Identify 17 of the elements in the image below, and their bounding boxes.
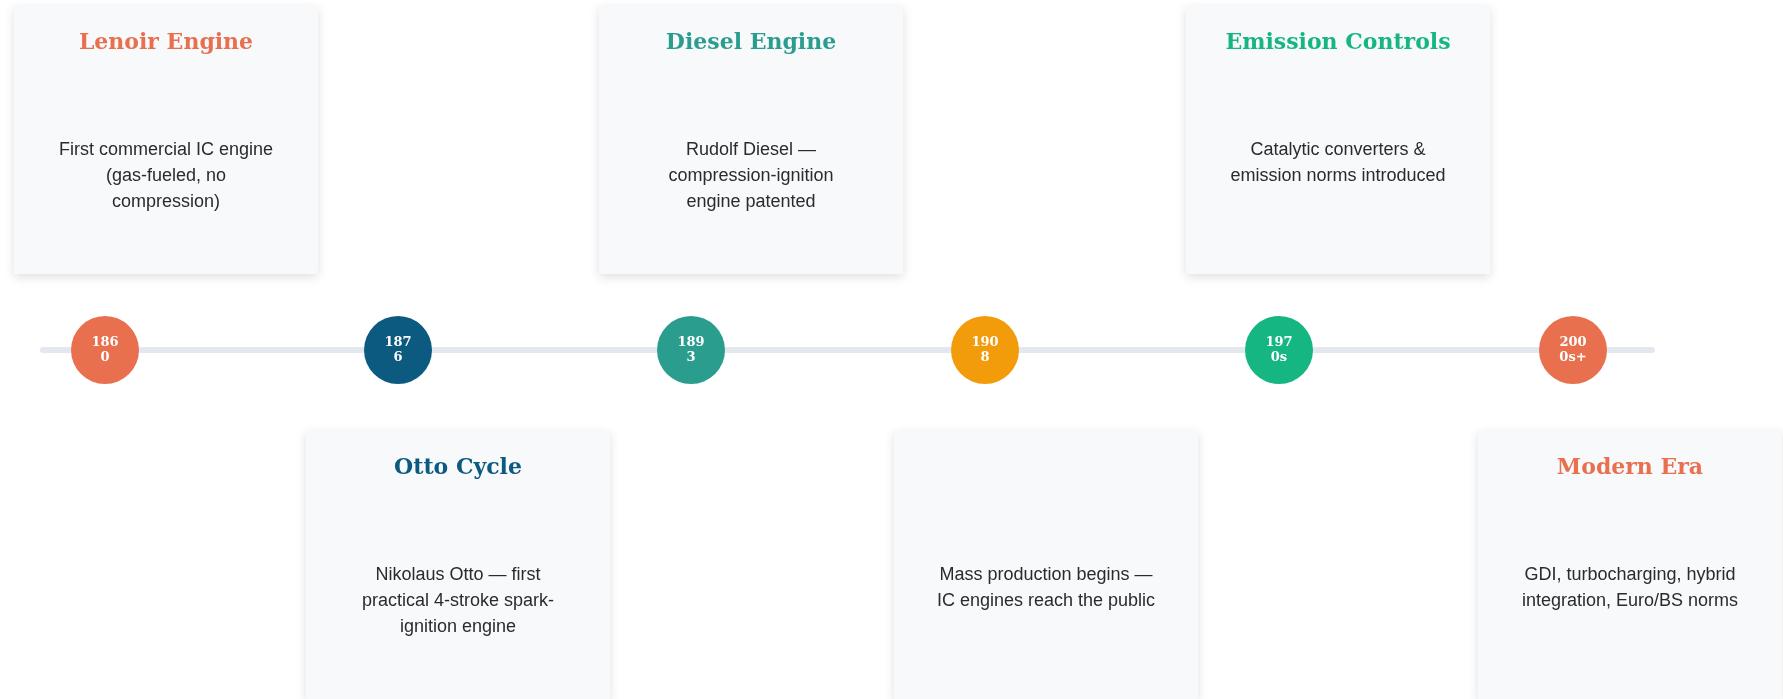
year-label: 1908 [970,335,1000,365]
year-label: 1876 [383,335,413,365]
year-label: 1893 [676,335,706,365]
event-description: Rudolf Diesel — compression-ignition engine patented [667,138,835,214]
event-description: Nikolaus Otto — first practical 4-stroke spark-ignition engine [360,563,556,639]
event-title: Emission Controls [1224,28,1452,56]
event-title: Otto Cycle [393,453,523,481]
event-title: Modern Era [1555,453,1705,481]
event-title: Lenoir Engine [77,28,255,56]
event-description: GDI, turbocharging, hybrid integration, Euro/BS norms [1520,563,1740,613]
event-title: Diesel Engine [664,28,838,56]
event-description: Mass production begins — IC engines reach the public [935,563,1157,613]
year-label: 2000s+ [1558,335,1588,365]
year-label: 1970s [1264,335,1294,365]
event-description: Catalytic converters & emission norms introduced [1229,138,1447,188]
year-label: 1860 [90,335,120,365]
event-description: First commercial IC engine (gas-fueled, no compression) [57,138,275,214]
